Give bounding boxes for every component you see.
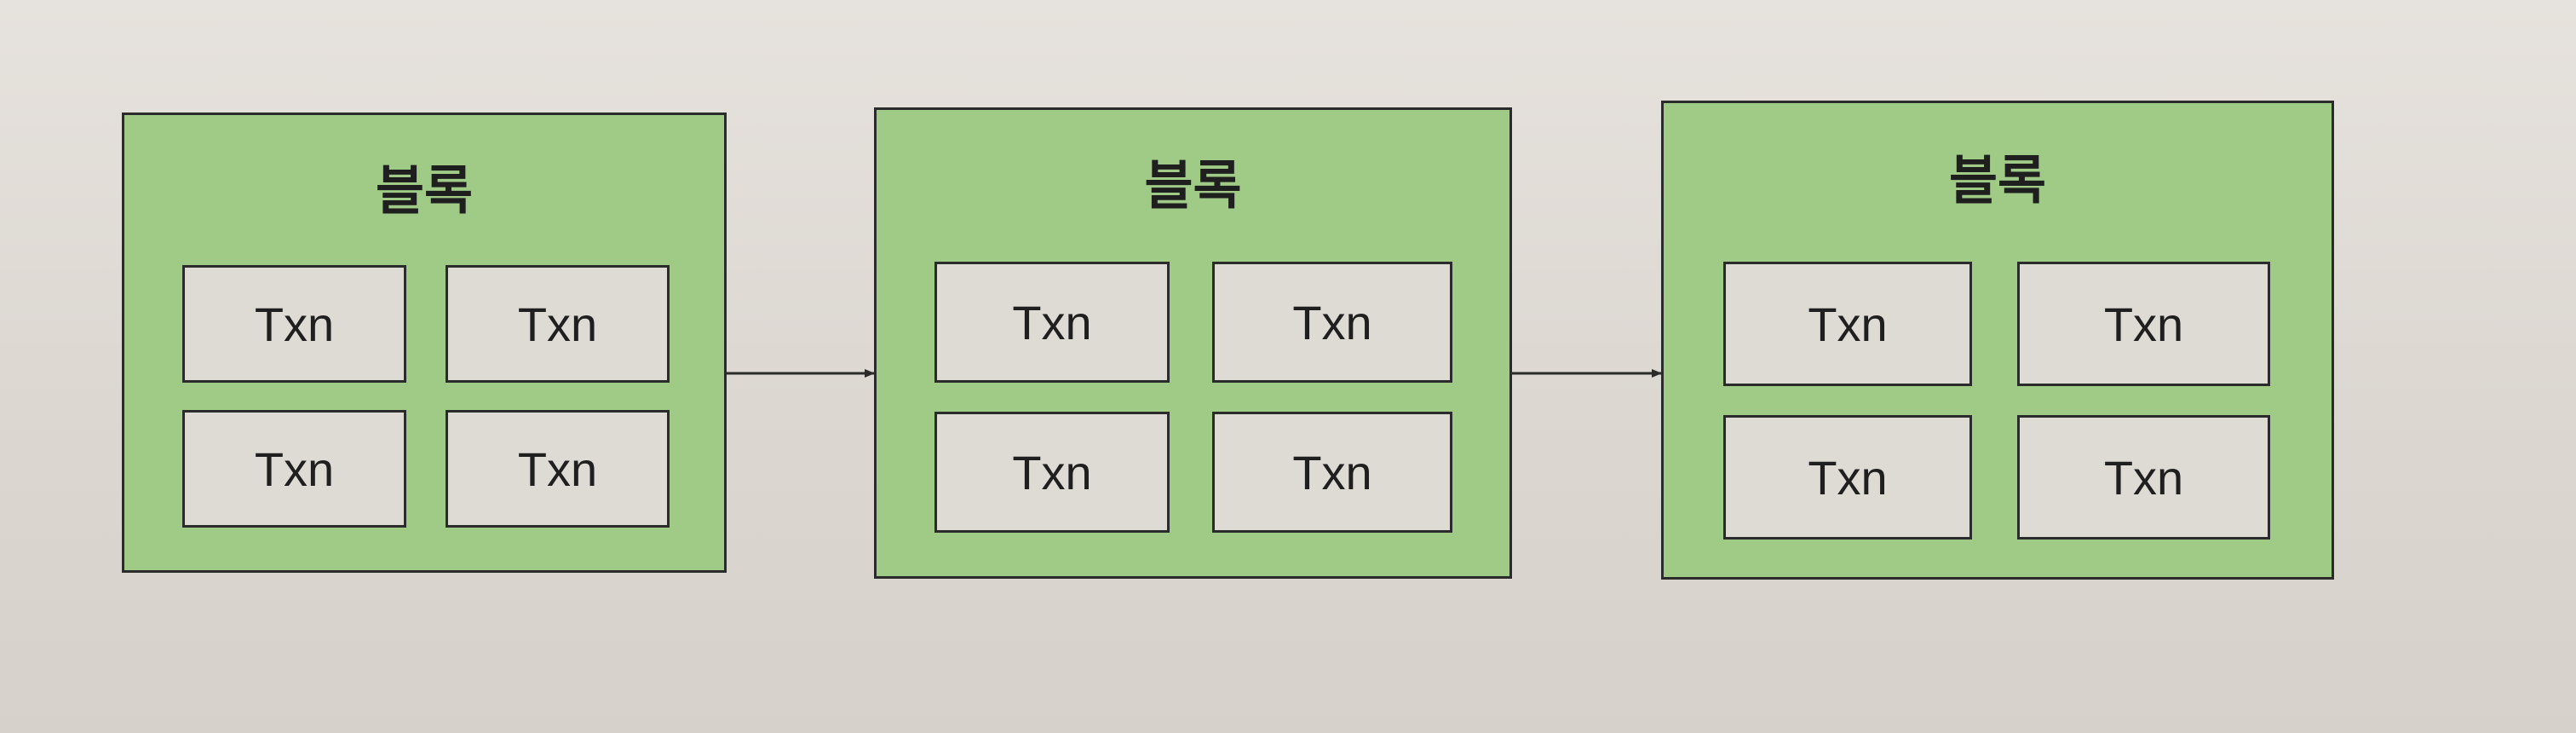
- block-1: 블록 Txn Txn Txn Txn: [122, 113, 727, 573]
- txn-box: Txn: [934, 262, 1170, 383]
- txn-box: Txn: [1212, 262, 1452, 383]
- txn-box: Txn: [446, 410, 670, 528]
- txn-box: Txn: [2017, 262, 2270, 386]
- txn-box: Txn: [1723, 262, 1972, 386]
- block-3: 블록 Txn Txn Txn Txn: [1661, 101, 2334, 580]
- block-title: 블록: [1144, 154, 1242, 216]
- txn-box: Txn: [182, 265, 406, 383]
- txn-box: Txn: [934, 412, 1170, 533]
- txn-box: Txn: [182, 410, 406, 528]
- txn-box: Txn: [1212, 412, 1452, 533]
- txn-box: Txn: [1723, 415, 1972, 540]
- block-2: 블록 Txn Txn Txn Txn: [874, 107, 1512, 579]
- block-title: 블록: [375, 159, 474, 222]
- txn-box: Txn: [2017, 415, 2270, 540]
- txn-box: Txn: [446, 265, 670, 383]
- block-title: 블록: [1948, 149, 2047, 211]
